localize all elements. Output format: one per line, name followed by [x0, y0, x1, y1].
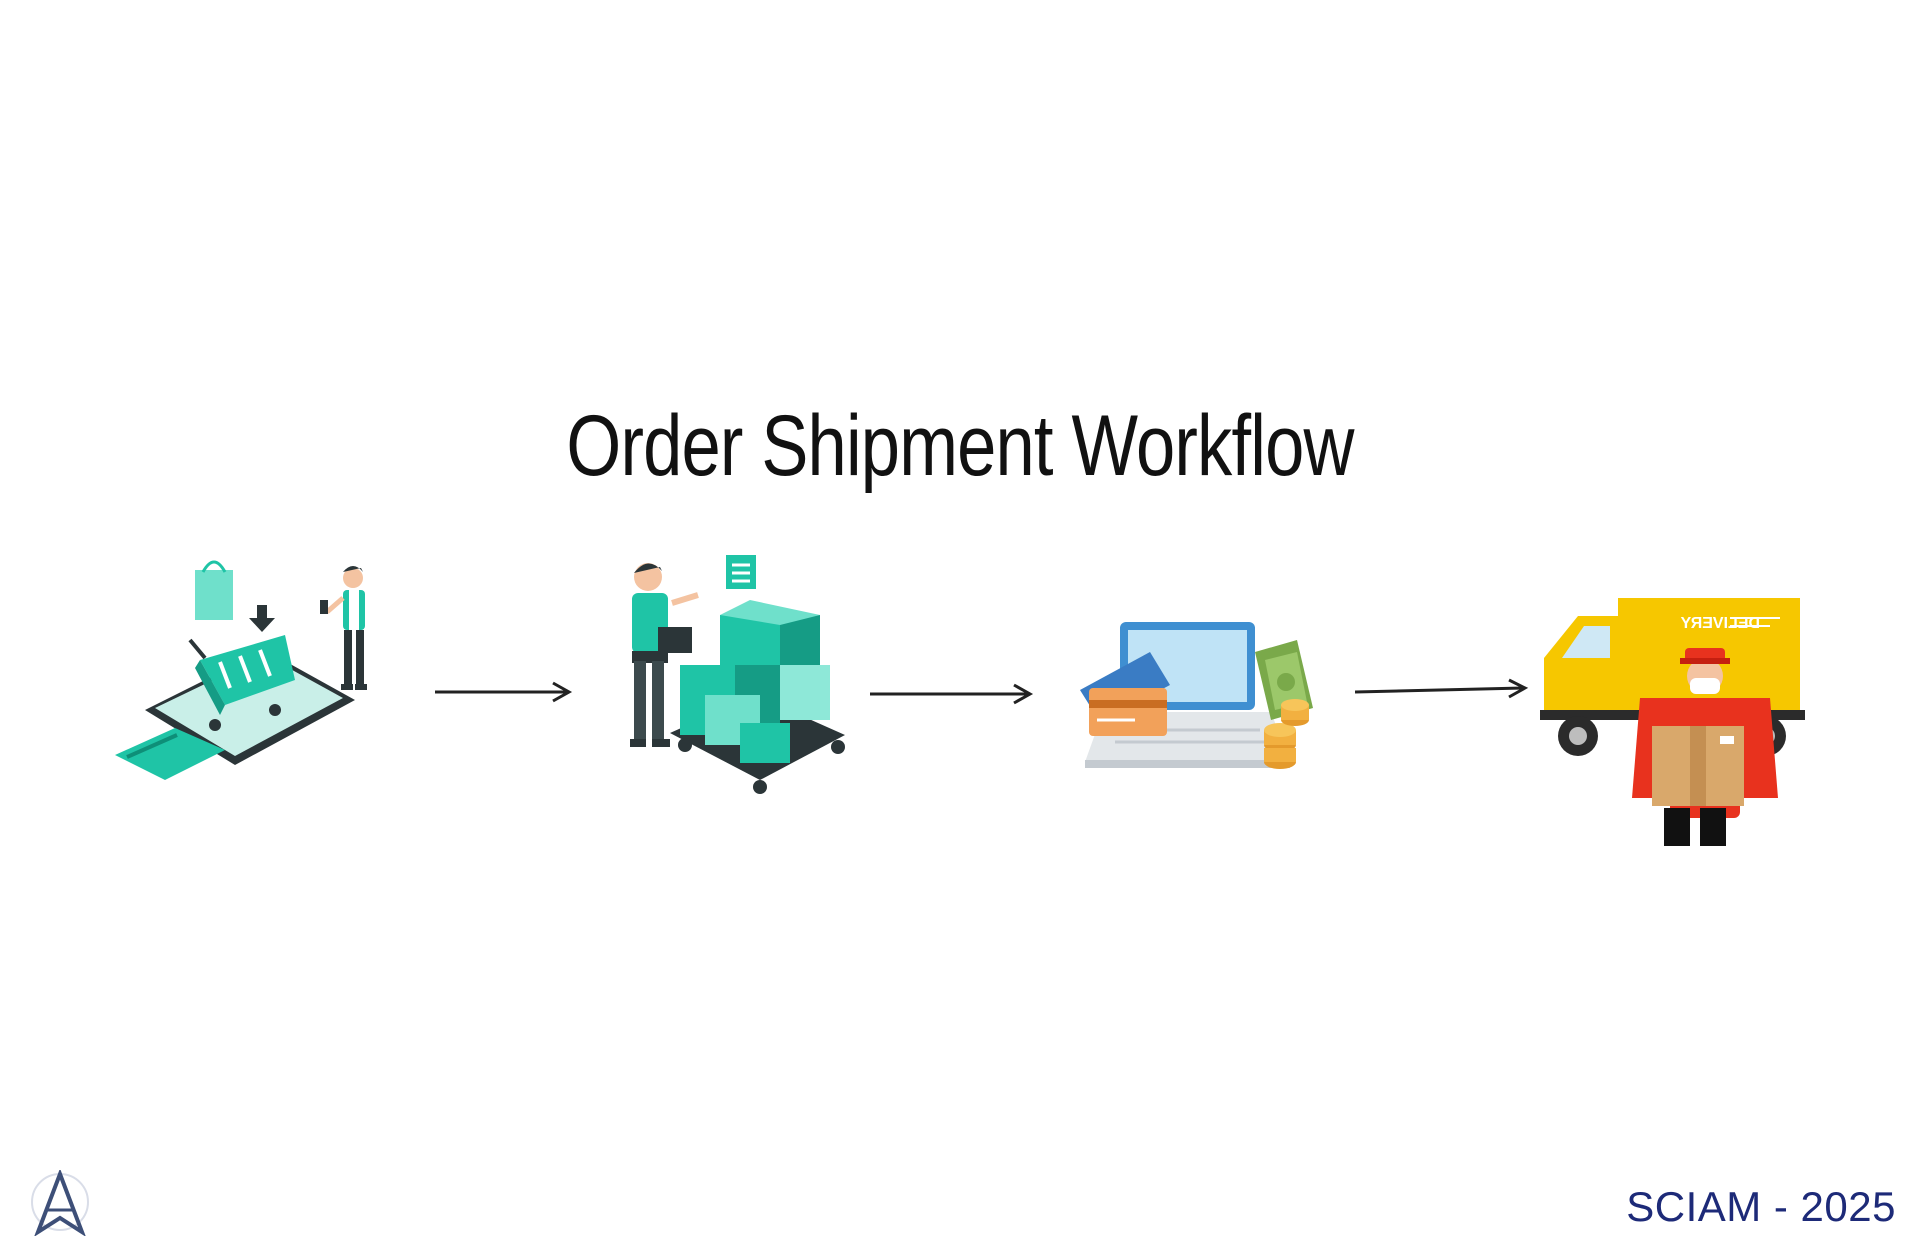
delivery-truck-icon: DELIVERY	[1540, 598, 1805, 846]
arrow-2	[870, 683, 1034, 705]
page-title: Order Shipment Workflow	[566, 397, 1354, 494]
step-payment	[1075, 590, 1345, 785]
arrow-3	[1355, 678, 1529, 699]
step-order	[115, 560, 385, 800]
step-delivery: DELIVERY	[1540, 598, 1810, 853]
step-packing	[610, 555, 850, 800]
shopping-cart-phone-icon	[115, 560, 367, 780]
logo-icon	[31, 1170, 89, 1236]
footer-label: SCIAM - 2025	[1626, 1183, 1896, 1230]
arrow-1	[435, 681, 573, 703]
warehouse-packing-icon	[630, 555, 845, 794]
truck-label: DELIVERY	[1680, 615, 1760, 632]
payment-laptop-icon	[1080, 622, 1313, 769]
